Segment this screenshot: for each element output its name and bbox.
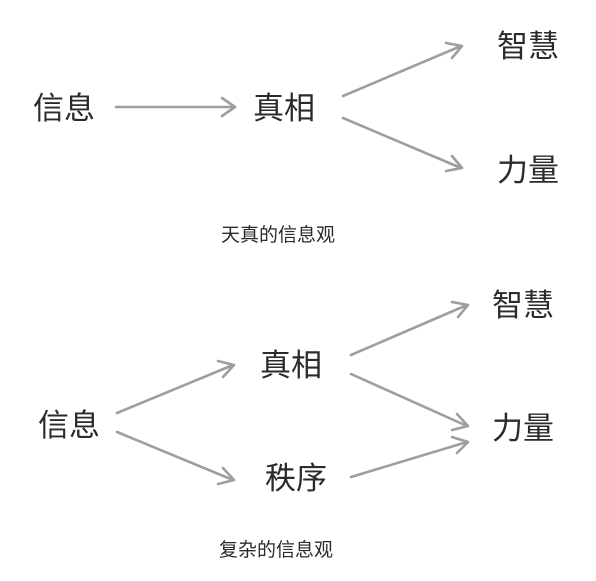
top-caption: 天真的信息观 [221,224,335,246]
top-node-power: 力量 [497,153,559,189]
bottom-arrow-info-to-order [115,430,236,486]
bottom-arrow-order-to-power [349,435,470,479]
top-arrow-truth-to-wisdom [341,41,464,98]
complex-view-diagram: 信息 真相 秩序 智慧 力量 复杂的信息观 [38,288,554,561]
bottom-arrow-truth-to-wisdom [349,300,470,357]
bottom-caption: 复杂的信息观 [219,539,333,561]
top-node-truth: 真相 [253,91,315,127]
top-arrow-truth-to-power [341,116,464,173]
top-arrow-info-to-truth [114,96,237,118]
bottom-node-truth: 真相 [260,348,322,384]
bottom-arrow-truth-to-power [349,372,470,432]
bottom-arrow-info-to-truth [115,359,236,415]
bottom-node-order: 秩序 [265,461,327,497]
naive-view-diagram: 信息 真相 智慧 力量 天真的信息观 [33,29,559,246]
top-node-wisdom: 智慧 [497,29,559,65]
bottom-node-info: 信息 [38,408,100,444]
bottom-node-power: 力量 [492,411,554,447]
top-node-info: 信息 [33,91,95,127]
bottom-node-wisdom: 智慧 [492,288,554,324]
